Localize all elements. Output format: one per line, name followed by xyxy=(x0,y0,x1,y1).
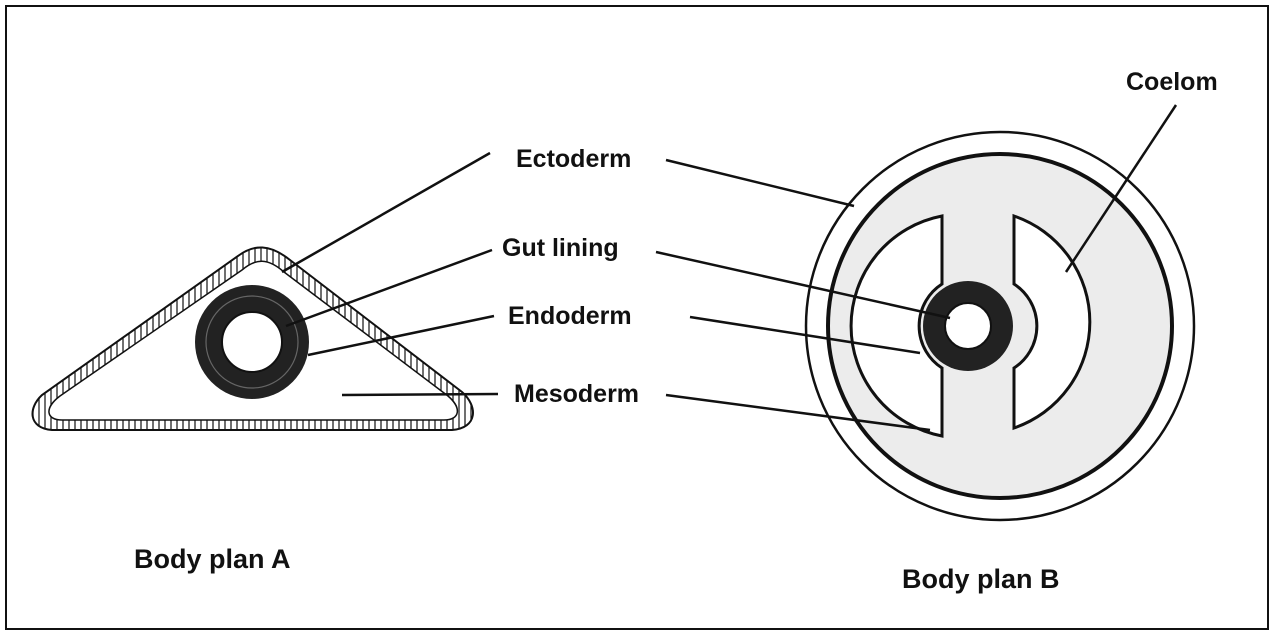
body-plan-b-figure xyxy=(806,132,1194,520)
body-plan-a-gut-lining xyxy=(222,312,282,372)
mesoderm-leader-a xyxy=(342,394,498,395)
label-ectoderm: Ectoderm xyxy=(516,145,631,174)
body-plan-b-gut-lining xyxy=(945,303,991,349)
label-body-plan-b: Body plan B xyxy=(902,564,1060,595)
label-endoderm: Endoderm xyxy=(508,302,632,331)
label-mesoderm: Mesoderm xyxy=(514,380,639,409)
label-gut-lining: Gut lining xyxy=(502,234,619,263)
label-coelom: Coelom xyxy=(1126,68,1218,97)
label-body-plan-a: Body plan A xyxy=(134,544,291,575)
